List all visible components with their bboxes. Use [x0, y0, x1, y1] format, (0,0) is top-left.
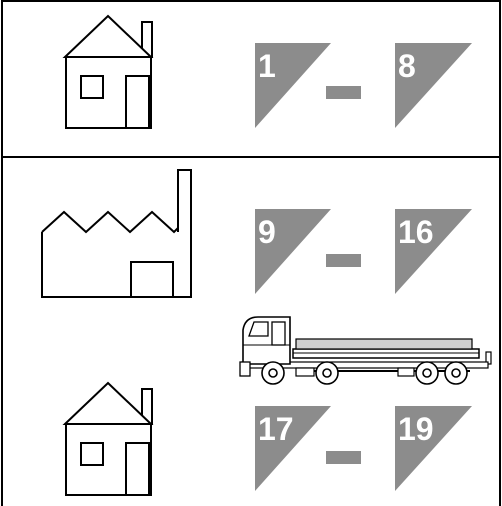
- house-icon: [65, 16, 152, 128]
- factory-icon: [42, 170, 191, 297]
- range-row-3: 17 19: [255, 406, 472, 491]
- range-dash: [326, 254, 361, 267]
- range-dash: [326, 451, 361, 464]
- range-end-number: 19: [398, 411, 434, 447]
- range-start-number: 9: [258, 214, 276, 250]
- range-dash: [326, 86, 361, 99]
- range-start-number: 1: [258, 48, 276, 84]
- range-end-number: 16: [398, 214, 434, 250]
- range-end-number: 8: [398, 48, 416, 84]
- range-row-1: 1 8: [255, 43, 472, 128]
- range-start-number: 17: [258, 411, 294, 447]
- truck-icon: [240, 317, 491, 384]
- house-icon: [65, 383, 152, 495]
- range-row-2: 9 16: [255, 209, 472, 294]
